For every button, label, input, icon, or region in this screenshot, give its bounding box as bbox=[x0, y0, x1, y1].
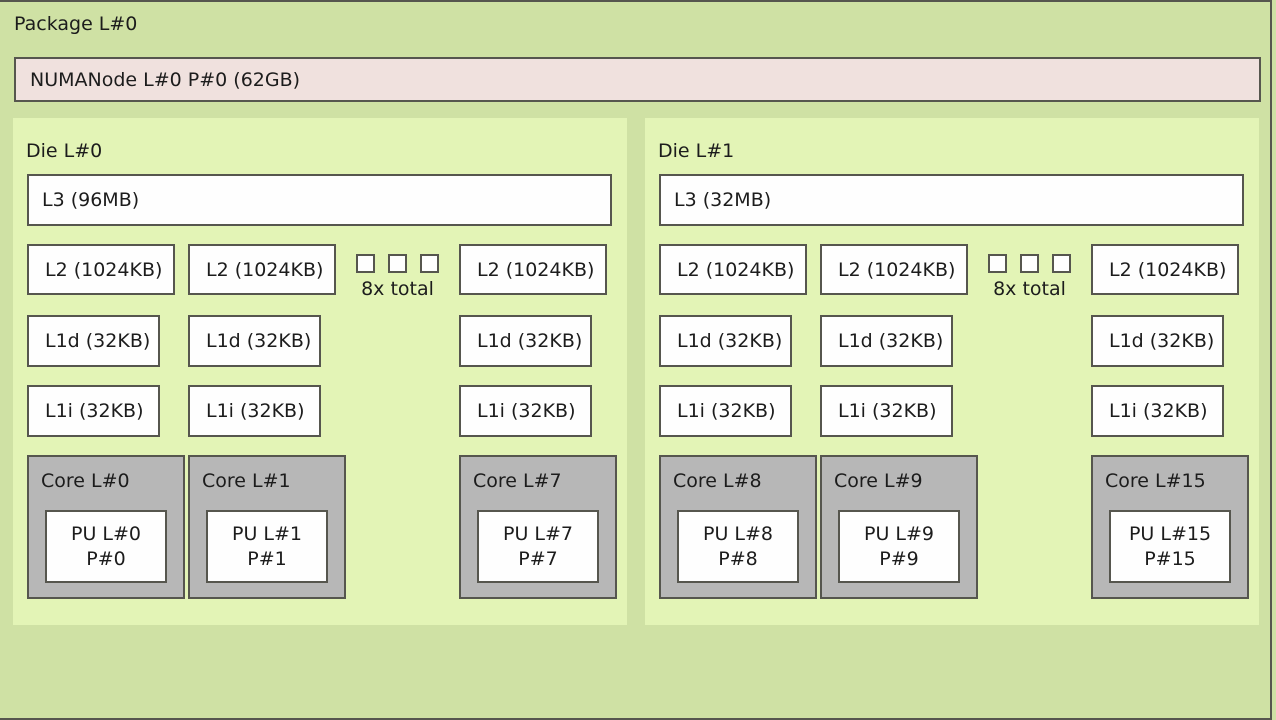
pu-physical-label: P#7 bbox=[518, 547, 558, 570]
core-box: Core L#9 PU L#9 P#9 bbox=[820, 455, 978, 599]
core-label: Core L#9 bbox=[834, 470, 923, 492]
pu-logical-label: PU L#8 bbox=[703, 522, 773, 545]
ellipsis-square bbox=[388, 254, 407, 273]
ellipsis-square bbox=[988, 254, 1007, 273]
pu-logical-label: PU L#1 bbox=[232, 522, 302, 545]
package-label: Package L#0 bbox=[14, 13, 138, 35]
die-label: Die L#0 bbox=[26, 140, 103, 162]
l2-cache-label: L2 (1024KB) bbox=[477, 258, 595, 281]
l2-cache-box: L2 (1024KB) bbox=[1091, 244, 1239, 295]
l3-cache-label: L3 (96MB) bbox=[42, 189, 140, 211]
pu-box: PU L#15 P#15 bbox=[1109, 510, 1231, 583]
l1d-cache-label: L1d (32KB) bbox=[206, 330, 312, 352]
l2-cache-label: L2 (1024KB) bbox=[45, 258, 163, 281]
l2-cache-label: L2 (1024KB) bbox=[677, 258, 795, 281]
l1d-cache-label: L1d (32KB) bbox=[477, 330, 583, 352]
die-box-1: Die L#1 L3 (32MB) L2 (1024KB) L2 (1024KB… bbox=[645, 118, 1259, 625]
l3-cache-box: L3 (32MB) bbox=[659, 174, 1244, 226]
l2-cache-label: L2 (1024KB) bbox=[838, 258, 956, 281]
core-label: Core L#15 bbox=[1105, 470, 1206, 492]
l2-cache-box: L2 (1024KB) bbox=[820, 244, 968, 295]
l1i-cache-box: L1i (32KB) bbox=[1091, 385, 1224, 437]
pu-physical-label: P#9 bbox=[879, 547, 919, 570]
pu-physical-label: P#1 bbox=[247, 547, 287, 570]
collapsed-cores-indicator: 8x total bbox=[968, 254, 1091, 300]
l1d-cache-box: L1d (32KB) bbox=[820, 315, 953, 367]
l3-cache-label: L3 (32MB) bbox=[674, 189, 772, 211]
l1i-cache-label: L1i (32KB) bbox=[477, 400, 576, 422]
die-box-0: Die L#0 L3 (96MB) L2 (1024KB) L2 (1024KB… bbox=[13, 118, 627, 625]
pu-box: PU L#7 P#7 bbox=[477, 510, 599, 583]
pu-physical-label: P#15 bbox=[1144, 547, 1196, 570]
l2-cache-box: L2 (1024KB) bbox=[659, 244, 807, 295]
l2-cache-box: L2 (1024KB) bbox=[188, 244, 336, 295]
pu-box: PU L#1 P#1 bbox=[206, 510, 328, 583]
l1i-cache-box: L1i (32KB) bbox=[659, 385, 792, 437]
l1i-cache-label: L1i (32KB) bbox=[45, 400, 144, 422]
ellipsis-square bbox=[1052, 254, 1071, 273]
pu-logical-label: PU L#7 bbox=[503, 522, 573, 545]
pu-logical-label: PU L#0 bbox=[71, 522, 141, 545]
collapsed-cores-indicator: 8x total bbox=[336, 254, 459, 300]
l1d-cache-label: L1d (32KB) bbox=[677, 330, 783, 352]
l1i-cache-label: L1i (32KB) bbox=[677, 400, 776, 422]
l1d-cache-box: L1d (32KB) bbox=[27, 315, 160, 367]
pu-physical-label: P#0 bbox=[86, 547, 126, 570]
ellipsis-squares bbox=[968, 254, 1091, 273]
core-label: Core L#8 bbox=[673, 470, 762, 492]
pu-box: PU L#0 P#0 bbox=[45, 510, 167, 583]
numanode-label: NUMANode L#0 P#0 (62GB) bbox=[30, 68, 301, 91]
ellipsis-label: 8x total bbox=[361, 278, 434, 300]
pu-box: PU L#8 P#8 bbox=[677, 510, 799, 583]
l1d-cache-label: L1d (32KB) bbox=[45, 330, 151, 352]
core-box: Core L#15 PU L#15 P#15 bbox=[1091, 455, 1249, 599]
ellipsis-square bbox=[1020, 254, 1039, 273]
numanode-box: NUMANode L#0 P#0 (62GB) bbox=[14, 57, 1261, 102]
l1i-cache-label: L1i (32KB) bbox=[1109, 400, 1208, 422]
l1d-cache-box: L1d (32KB) bbox=[659, 315, 792, 367]
ellipsis-square bbox=[356, 254, 375, 273]
l1d-cache-box: L1d (32KB) bbox=[188, 315, 321, 367]
ellipsis-square bbox=[420, 254, 439, 273]
l1d-cache-box: L1d (32KB) bbox=[1091, 315, 1224, 367]
l2-cache-box: L2 (1024KB) bbox=[459, 244, 607, 295]
core-box: Core L#1 PU L#1 P#1 bbox=[188, 455, 346, 599]
core-box: Core L#8 PU L#8 P#8 bbox=[659, 455, 817, 599]
l2-cache-label: L2 (1024KB) bbox=[1109, 258, 1227, 281]
l2-cache-label: L2 (1024KB) bbox=[206, 258, 324, 281]
l3-cache-box: L3 (96MB) bbox=[27, 174, 612, 226]
core-label: Core L#7 bbox=[473, 470, 562, 492]
l1i-cache-box: L1i (32KB) bbox=[27, 385, 160, 437]
pu-logical-label: PU L#15 bbox=[1128, 522, 1212, 545]
l2-cache-box: L2 (1024KB) bbox=[27, 244, 175, 295]
ellipsis-label: 8x total bbox=[993, 278, 1066, 300]
pu-logical-label: PU L#9 bbox=[864, 522, 934, 545]
core-label: Core L#0 bbox=[41, 470, 130, 492]
ellipsis-squares bbox=[336, 254, 459, 273]
l1d-cache-label: L1d (32KB) bbox=[838, 330, 944, 352]
core-box: Core L#7 PU L#7 P#7 bbox=[459, 455, 617, 599]
l1i-cache-label: L1i (32KB) bbox=[838, 400, 937, 422]
pu-box: PU L#9 P#9 bbox=[838, 510, 960, 583]
die-label: Die L#1 bbox=[658, 140, 735, 162]
core-label: Core L#1 bbox=[202, 470, 291, 492]
l1i-cache-label: L1i (32KB) bbox=[206, 400, 305, 422]
core-box: Core L#0 PU L#0 P#0 bbox=[27, 455, 185, 599]
l1i-cache-box: L1i (32KB) bbox=[188, 385, 321, 437]
l1d-cache-label: L1d (32KB) bbox=[1109, 330, 1215, 352]
l1d-cache-box: L1d (32KB) bbox=[459, 315, 592, 367]
pu-physical-label: P#8 bbox=[718, 547, 758, 570]
l1i-cache-box: L1i (32KB) bbox=[459, 385, 592, 437]
l1i-cache-box: L1i (32KB) bbox=[820, 385, 953, 437]
